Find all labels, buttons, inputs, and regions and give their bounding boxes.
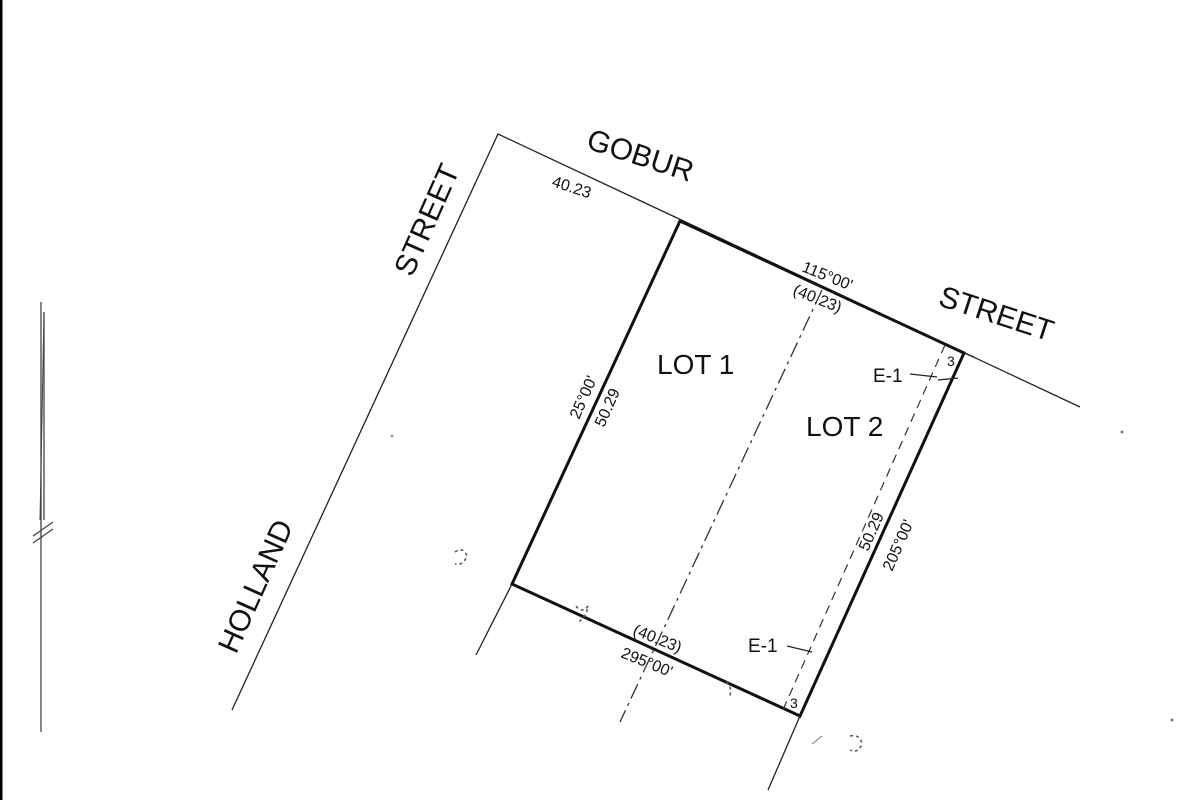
easement-label-bottom: E-1: [748, 636, 778, 657]
boundary-extension-ne: [963, 352, 975, 358]
scan-artifacts: [390, 430, 1174, 752]
easement-label-top: E-1: [873, 366, 903, 387]
lot-1-label: LOT 1: [657, 349, 734, 380]
easement-leader-bottom: [786, 645, 813, 653]
boundary-extension-sw: [475, 583, 513, 656]
street-reserve-line: [231, 133, 1081, 711]
dimension-frontage-west: 40.23: [550, 174, 593, 203]
dimension-west-length: 50.29: [592, 386, 624, 430]
easement-leader-top: [909, 373, 938, 378]
street-name-gobur: GOBUR: [583, 123, 698, 188]
easement-width-mark-top: [937, 377, 959, 381]
street-name-holland: HOLLAND: [212, 515, 300, 658]
boundary-extension-se: [767, 715, 801, 791]
street-name-street-upper: STREET: [388, 159, 466, 281]
easement-width-bottom: 3: [790, 695, 798, 711]
lot-division-line: [619, 289, 823, 723]
street-name-street-right: STREET: [935, 280, 1058, 348]
lot-2-label: LOT 2: [806, 411, 883, 442]
north-arrow: [32, 302, 54, 732]
easement-width-top: 3: [947, 353, 955, 369]
